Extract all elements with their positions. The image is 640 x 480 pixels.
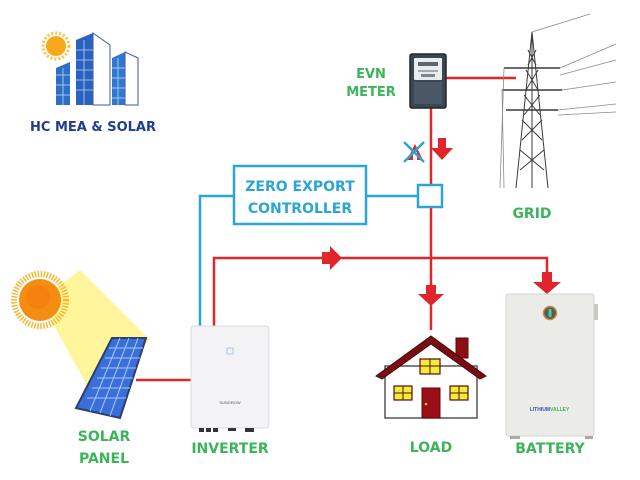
inverter-brand: SUNGROW	[219, 400, 241, 405]
company-logo: HC MEA & SOLAR	[30, 31, 156, 135]
logo-sun-icon	[41, 31, 71, 61]
controller-label-line2: CONTROLLER	[248, 201, 353, 217]
logo-brand-name: HC MEA & SOLAR	[30, 120, 156, 135]
ct-sensor-icon	[416, 183, 444, 209]
controller-label-line1: ZERO EXPORT	[245, 179, 355, 195]
export-blocked-icon	[403, 141, 425, 163]
controller-to-inverter-line	[198, 194, 233, 328]
signal-lines	[198, 194, 418, 328]
evn-meter-label-line2: METER	[346, 85, 396, 100]
battery-brand-part2: VALLEY	[550, 407, 570, 413]
evn-meter: EVN METER	[346, 53, 447, 109]
load-label: LOAD	[410, 440, 452, 456]
solar-label-line1: SOLAR	[78, 429, 131, 445]
house-icon	[375, 335, 487, 419]
import-arrow-down-icon	[431, 138, 453, 160]
power-tower-icon	[499, 13, 617, 189]
grid-label: GRID	[512, 206, 551, 222]
evn-meter-label-line1: EVN	[356, 67, 386, 82]
battery-brand-part1: LITHIUM	[530, 407, 550, 413]
zero-export-controller: ZERO EXPORT CONTROLLER	[232, 164, 368, 226]
inverter-icon: SUNGROW	[190, 325, 270, 432]
flow-arrow-right-icon	[322, 246, 342, 270]
battery-icon: LITHIUM VALLEY	[505, 293, 598, 439]
inverter-to-battery-line	[212, 256, 549, 328]
electric-meter-icon	[409, 53, 447, 109]
logo-buildings-icon	[56, 32, 139, 106]
battery-arrow-down-icon	[533, 272, 561, 294]
solar-panel-icon	[74, 337, 148, 420]
solar-label-line2: PANEL	[79, 451, 129, 467]
inverter-label: INVERTER	[191, 441, 269, 457]
battery-label: BATTERY	[515, 441, 585, 457]
load-arrow-down-icon	[418, 285, 444, 306]
